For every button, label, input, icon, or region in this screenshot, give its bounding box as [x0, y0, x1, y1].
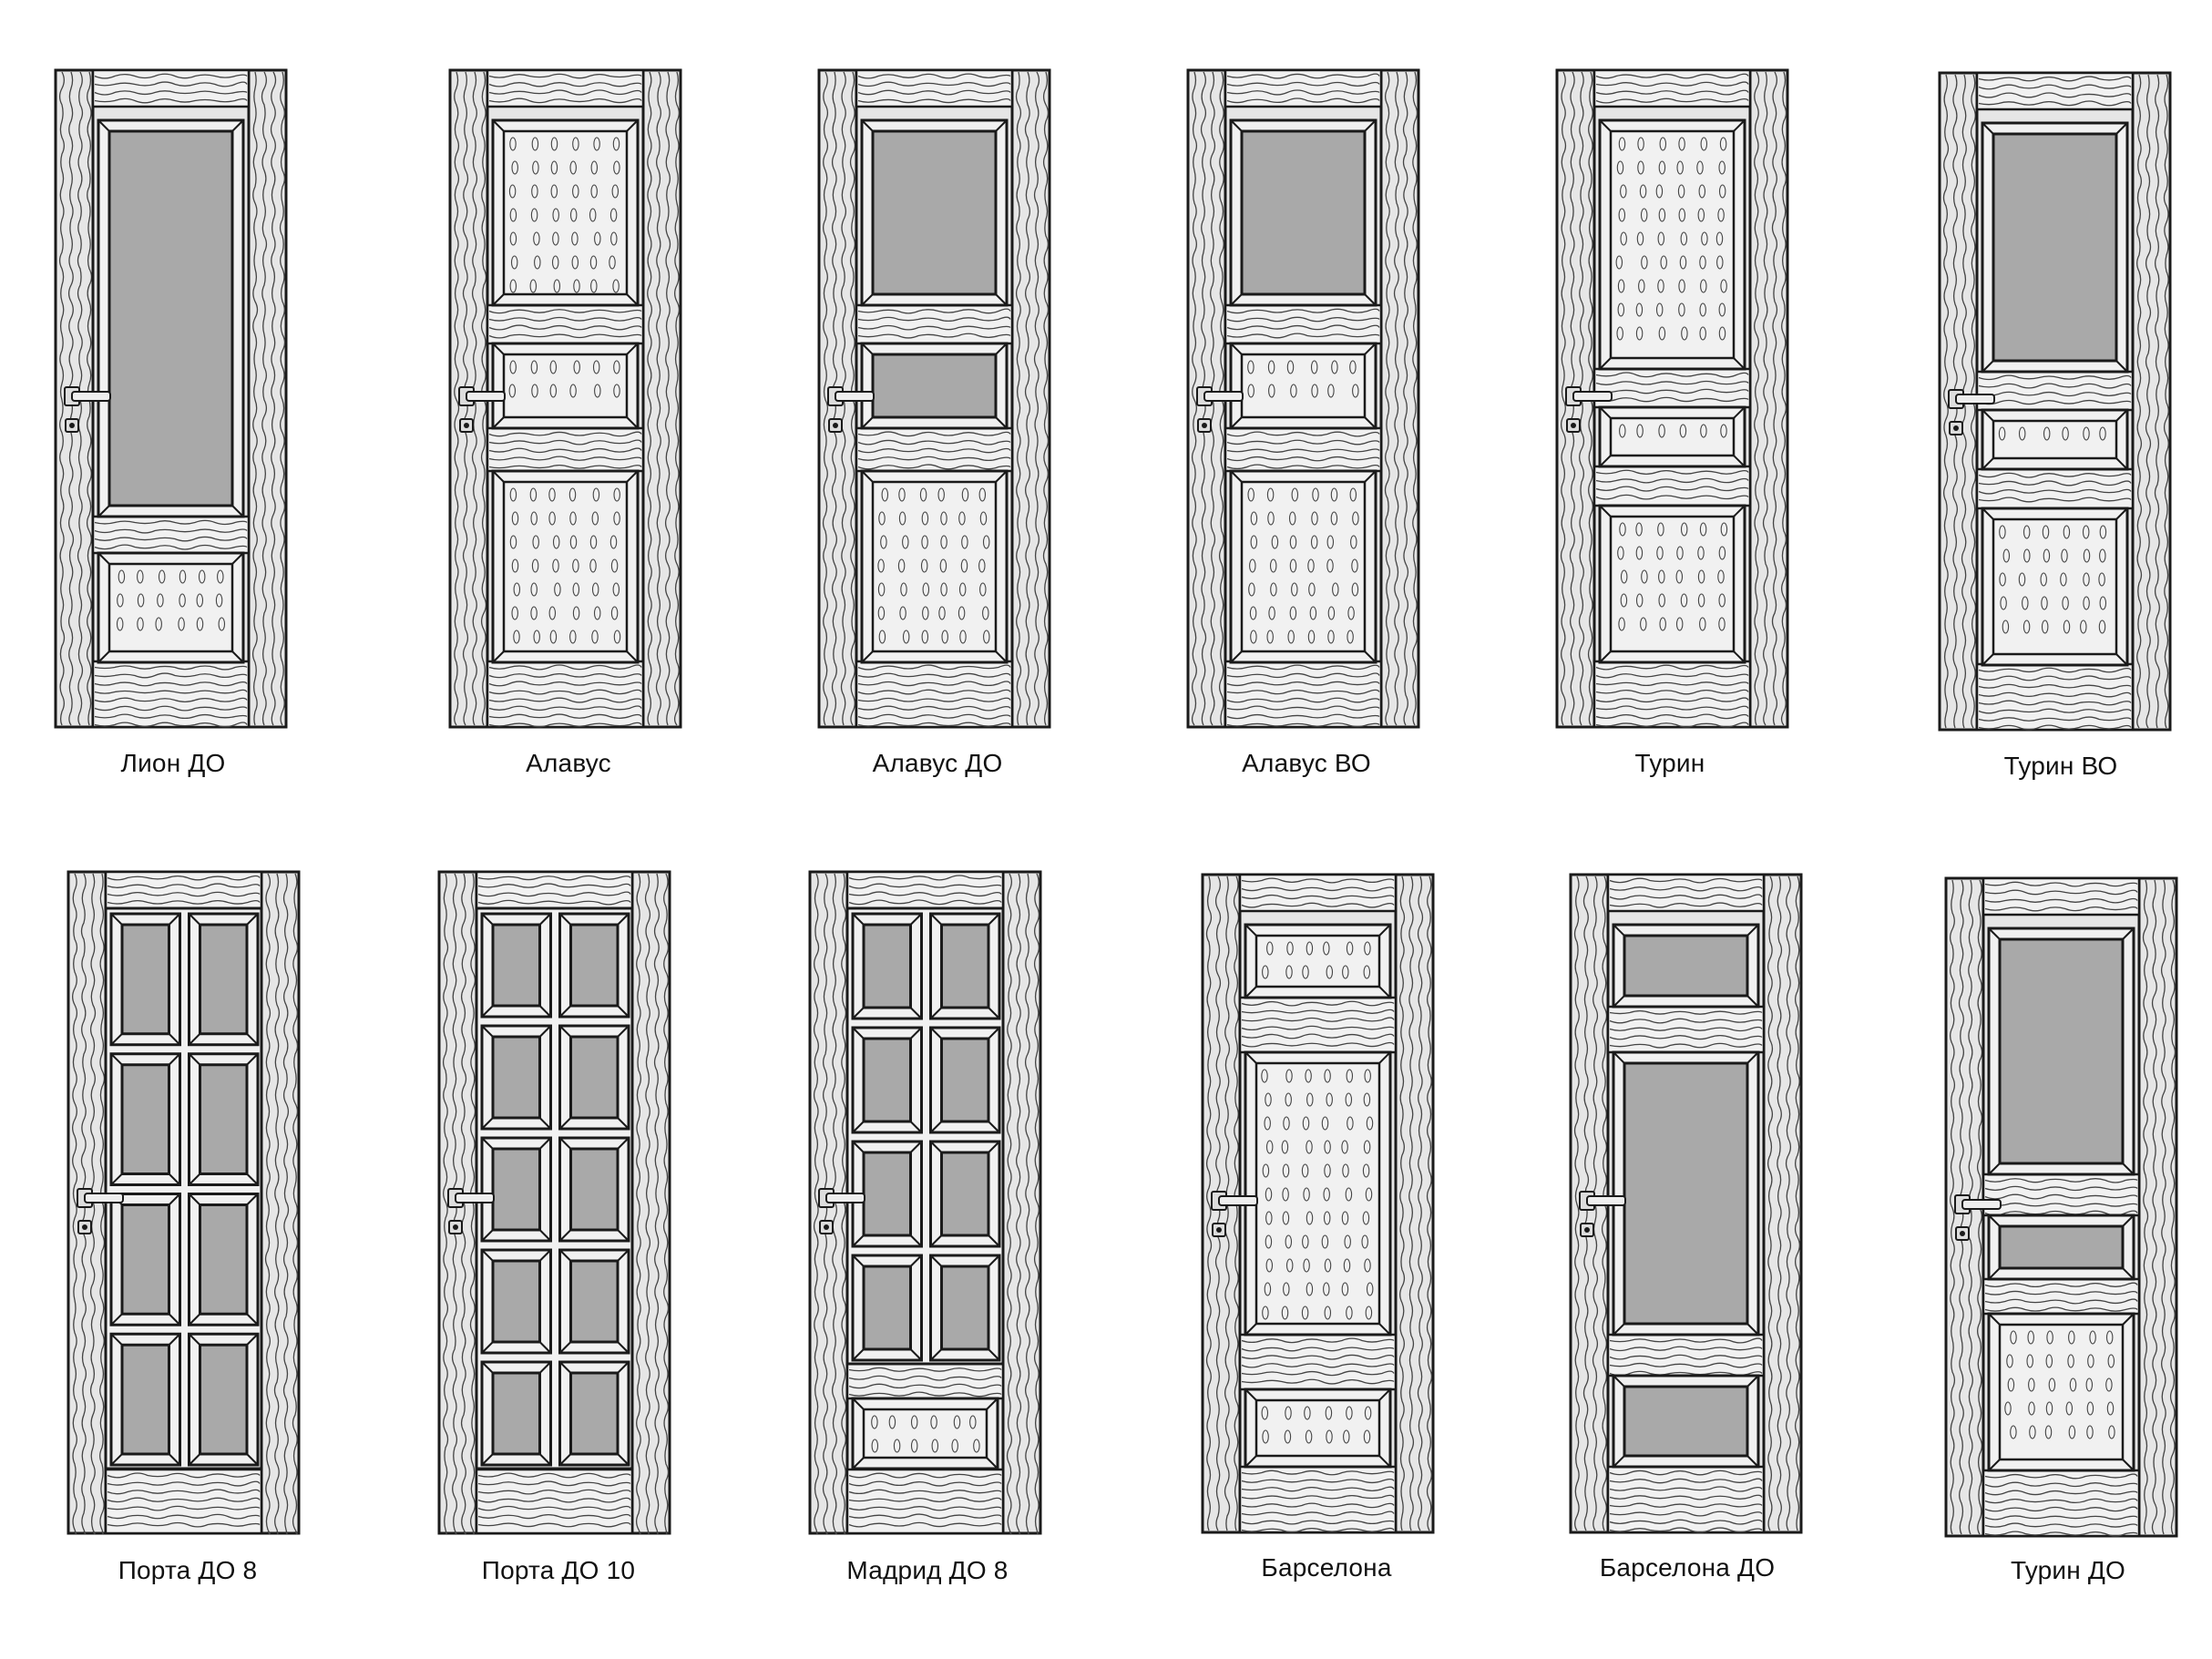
- door-handle-icon: [818, 1188, 865, 1208]
- door-drawing: [1938, 71, 2172, 732]
- door-drawing: [1201, 873, 1435, 1534]
- door-name-label: Турин ДО: [2010, 1556, 2126, 1584]
- door-lock-icon: [1580, 1223, 1594, 1237]
- door-name-label: Мадрид ДО 8: [846, 1556, 1009, 1584]
- door-lock-icon: [459, 418, 474, 433]
- door-drawing: [817, 68, 1051, 729]
- door-name-label: Алавус ВО: [1242, 749, 1371, 777]
- door-handle-icon: [1211, 1191, 1258, 1211]
- door-handle-icon: [1948, 389, 1995, 409]
- door-handle-icon: [64, 386, 111, 406]
- door-drawing: [1186, 68, 1420, 729]
- door-name-label: Барселона ДО: [1599, 1553, 1776, 1582]
- door-drawing: [808, 870, 1042, 1535]
- door-name-label: Барселона: [1261, 1553, 1392, 1582]
- door-name-label: Турин: [1634, 749, 1705, 777]
- door-drawing: [67, 870, 301, 1535]
- door-name-label: Порта ДО 8: [118, 1556, 258, 1584]
- door-lock-icon: [448, 1220, 463, 1234]
- door-handle-icon: [1954, 1194, 2002, 1214]
- door-lock-icon: [65, 418, 79, 433]
- door-handle-icon: [1196, 386, 1244, 406]
- door-lock-icon: [1955, 1226, 1970, 1241]
- door-name-label: Турин ВО: [2003, 752, 2118, 780]
- door-name-label: Алавус: [526, 749, 611, 777]
- door-name-label: Порта ДО 10: [481, 1556, 636, 1584]
- door-handle-icon: [1579, 1191, 1626, 1211]
- door-name-label: Лион ДО: [120, 749, 226, 777]
- door-handle-icon: [827, 386, 875, 406]
- door-lock-icon: [828, 418, 843, 433]
- door-drawing: [1569, 873, 1803, 1534]
- door-drawing: [1944, 876, 2178, 1538]
- door-handle-icon: [77, 1188, 124, 1208]
- door-lock-icon: [77, 1220, 92, 1234]
- door-handle-icon: [1565, 386, 1613, 406]
- door-handle-icon: [458, 386, 506, 406]
- door-lock-icon: [1212, 1223, 1226, 1237]
- door-lock-icon: [1949, 421, 1963, 435]
- door-drawing: [437, 870, 671, 1535]
- door-lock-icon: [819, 1220, 834, 1234]
- door-drawing: [1555, 68, 1789, 729]
- door-name-label: Алавус ДО: [872, 749, 1003, 777]
- door-drawing: [54, 68, 288, 729]
- door-handle-icon: [447, 1188, 495, 1208]
- door-lock-icon: [1197, 418, 1212, 433]
- door-drawing: [448, 68, 682, 729]
- door-lock-icon: [1566, 418, 1581, 433]
